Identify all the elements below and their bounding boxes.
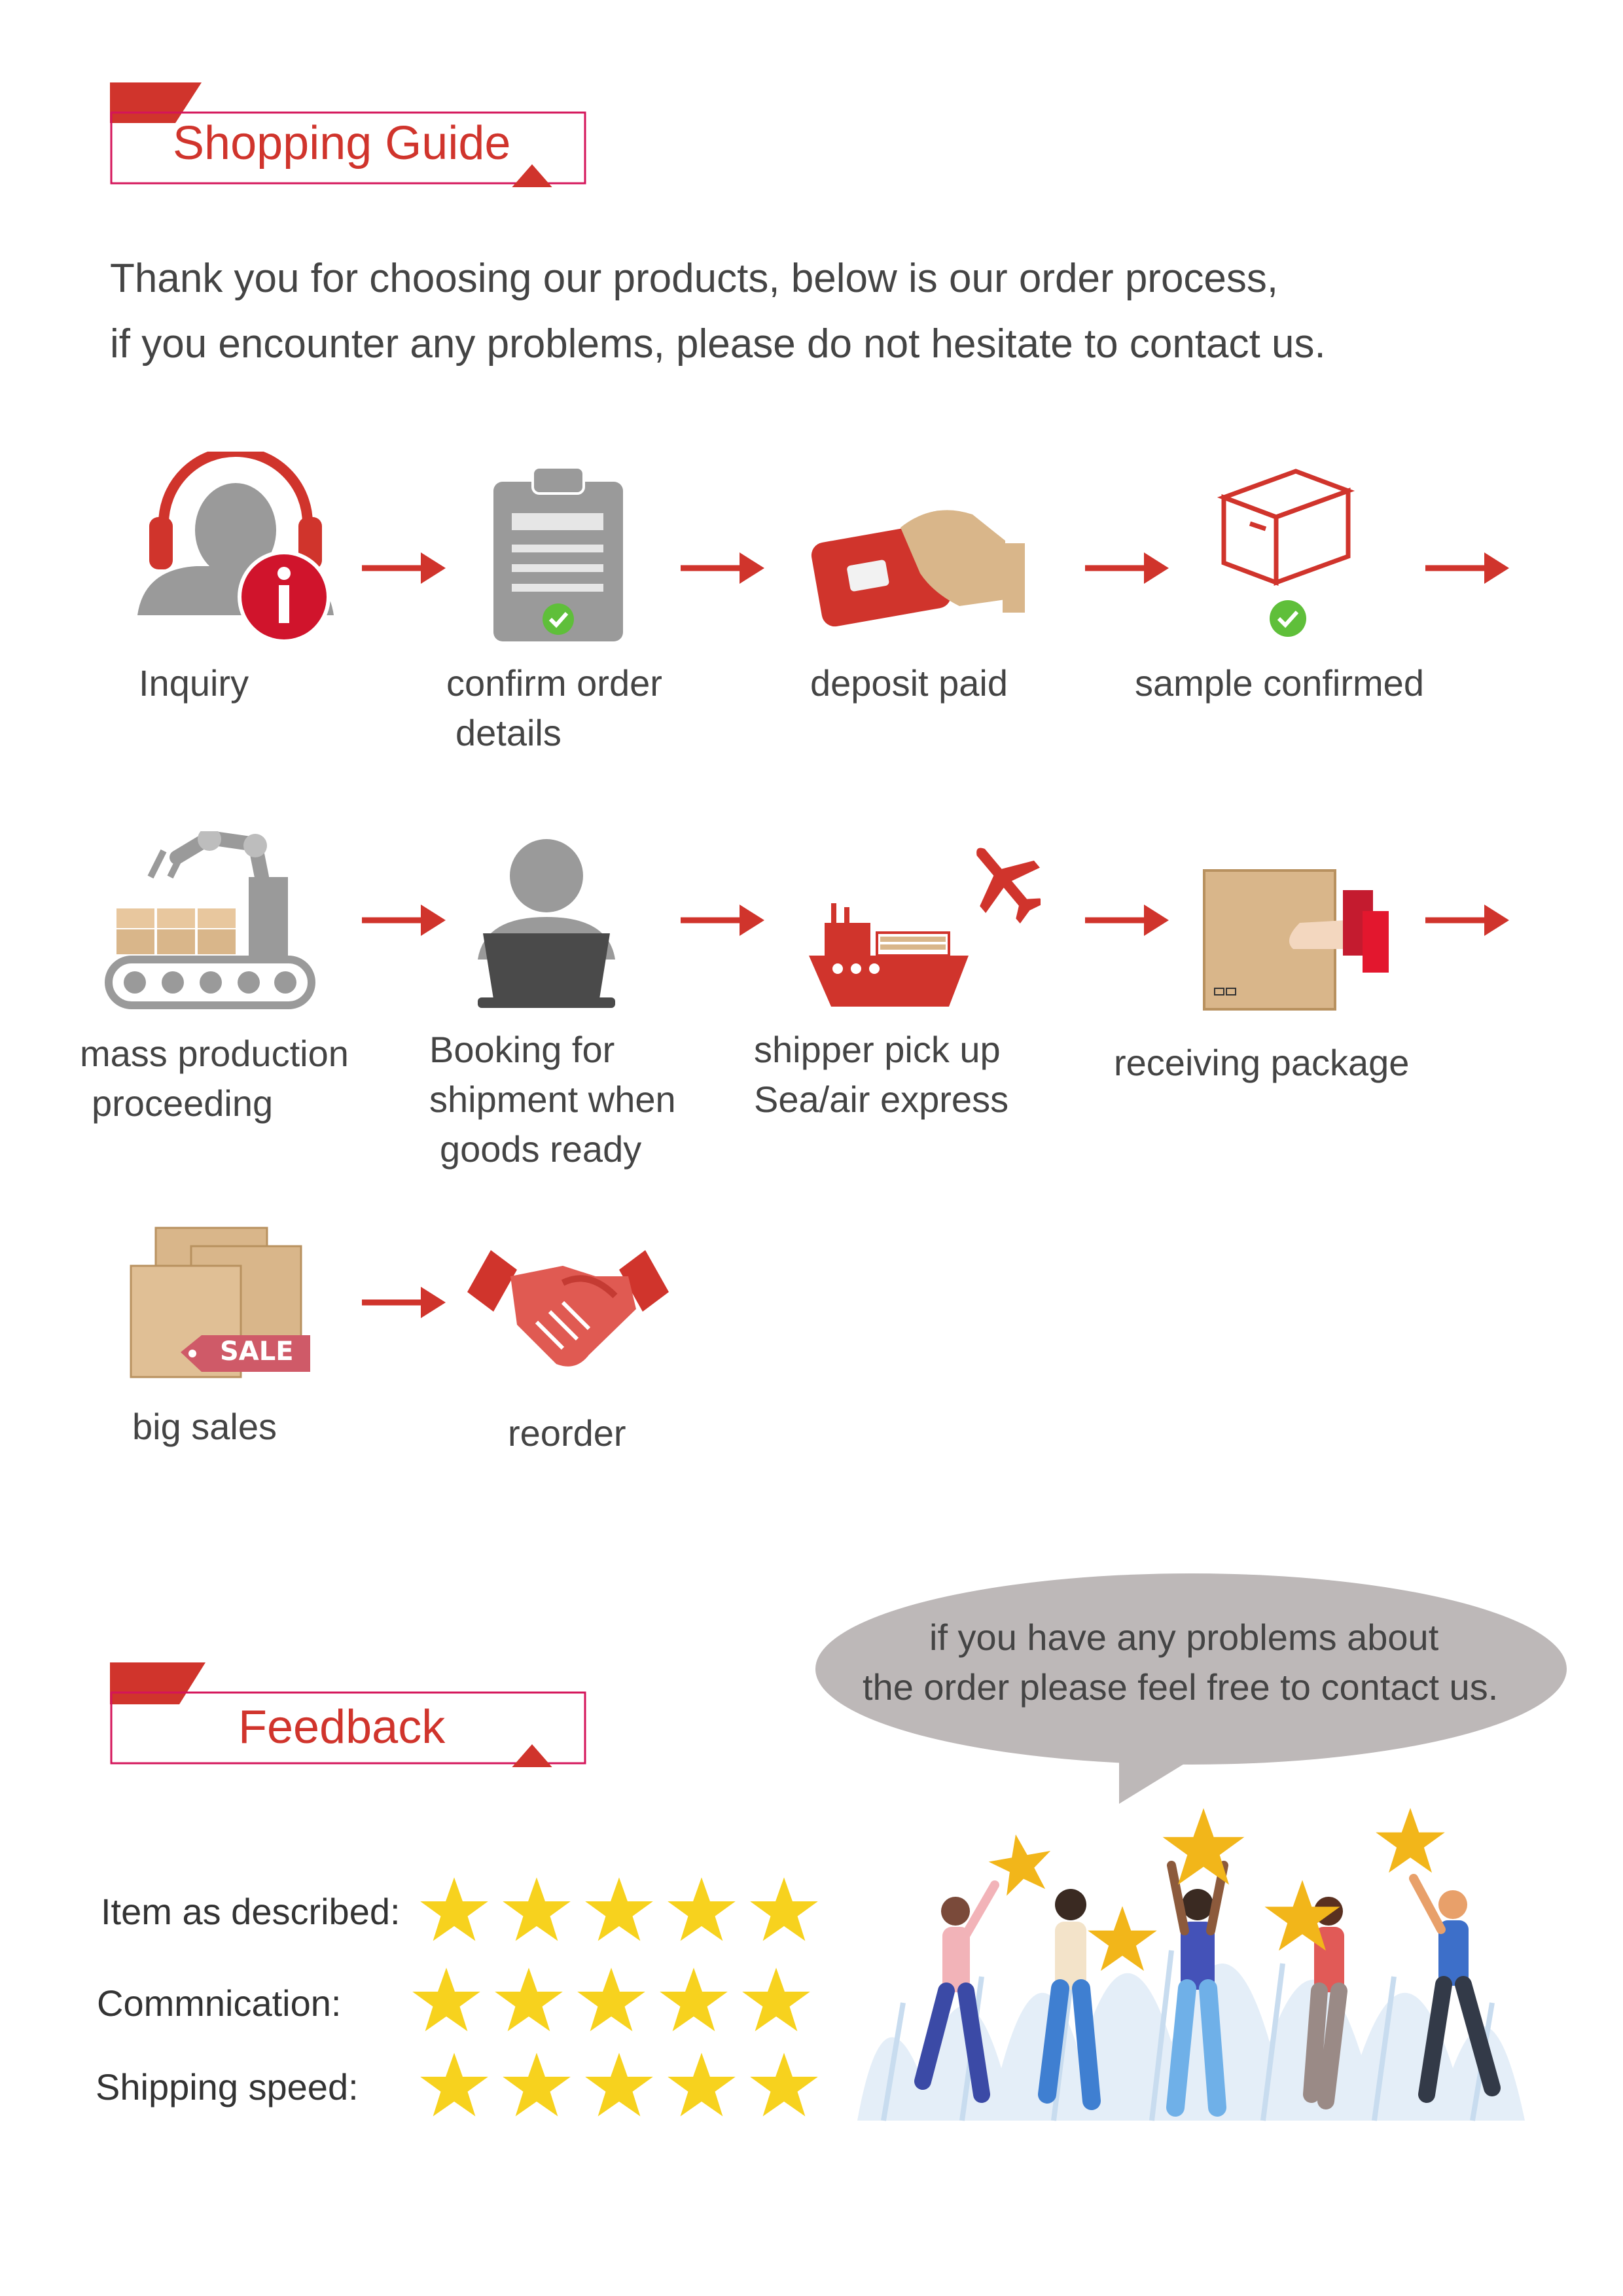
boxes-sale-icon: SALE <box>128 1224 313 1381</box>
step-mass-label-2: proceeding <box>92 1083 274 1124</box>
arrow-right-icon <box>1085 552 1169 584</box>
info-icon <box>238 550 330 643</box>
rating-stars-shipping-speed <box>419 2051 819 2119</box>
arrow-right-icon <box>362 552 446 584</box>
laptop-user-icon <box>478 839 615 1008</box>
star-icon <box>585 2053 653 2117</box>
check-icon <box>543 603 574 635</box>
step-booking-label-3: goods ready <box>440 1128 642 1170</box>
step-confirm-label-2: details <box>455 712 562 753</box>
receive-package-icon <box>1203 869 1389 1011</box>
star-icon <box>750 1877 818 1941</box>
package-box-icon <box>1217 469 1355 637</box>
star-icon <box>412 1967 480 2032</box>
speech-bubble <box>815 1573 1567 1804</box>
step-deposit-label: deposit paid <box>810 662 1008 704</box>
arrow-right-icon <box>681 905 764 936</box>
star-icon <box>585 1877 653 1941</box>
star-icon <box>420 1877 488 1941</box>
step-sample-label: sample confirmed <box>1135 662 1424 704</box>
step-inquiry-label: Inquiry <box>139 662 249 704</box>
step-big-sales-label: big sales <box>132 1406 277 1447</box>
star-icon <box>420 2053 488 2117</box>
star-icon <box>503 1877 571 1941</box>
step-booking-label-2: shipment when <box>429 1079 676 1120</box>
intro-line-1: Thank you for choosing our products, bel… <box>110 256 1279 301</box>
arrow-right-icon <box>681 552 764 584</box>
star-icon <box>503 2053 571 2117</box>
star-icon <box>660 1967 728 2032</box>
step-reorder-label: reorder <box>508 1412 626 1454</box>
header-frame-decoration <box>110 1662 586 1767</box>
bubble-text-line-2: the order please feel free to contact us… <box>863 1666 1499 1708</box>
shopping-guide-header: Shopping Guide <box>110 82 588 187</box>
bubble-text-line-1: if you have any problems about <box>929 1617 1439 1658</box>
feedback-header: Feedback <box>110 1662 588 1767</box>
arrow-right-icon <box>1425 905 1509 936</box>
star-icon <box>668 1877 736 1941</box>
card-payment-icon <box>811 510 1025 627</box>
rating-label-shipping-speed: Shipping speed: <box>96 2066 359 2108</box>
rating-label-communication: Commnication: <box>97 1982 342 2024</box>
robot-arm-conveyor-icon <box>105 831 315 1009</box>
step-receiving-label: receiving package <box>1114 1042 1410 1083</box>
arrow-right-icon <box>362 905 446 936</box>
sale-tag-text: SALE <box>220 1336 294 1367</box>
arrow-right-icon <box>1085 905 1169 936</box>
shopping-guide-title: Shopping Guide <box>173 117 511 170</box>
star-icon <box>750 2053 818 2117</box>
star-icon <box>577 1967 645 2032</box>
step-shipper-label-1: shipper pick up <box>754 1029 1001 1070</box>
people-with-stars-illustration <box>857 1808 1525 2121</box>
headset-person-icon <box>137 452 334 643</box>
airplane-icon <box>976 848 1041 924</box>
step-shipper-label-2: Sea/air express <box>754 1079 1009 1120</box>
star-icon <box>495 1967 563 2032</box>
step-mass-label-1: mass production <box>80 1033 349 1074</box>
rating-stars-communication <box>411 1966 812 2034</box>
feedback-title: Feedback <box>238 1701 446 1753</box>
intro-line-2: if you encounter any problems, please do… <box>110 321 1326 367</box>
arrow-right-icon <box>362 1287 446 1318</box>
step-booking-label-1: Booking for <box>429 1029 615 1070</box>
star-icon <box>668 2053 736 2117</box>
rating-stars-item-as-described <box>419 1876 819 1944</box>
rating-label-item-as-described: Item as described: <box>101 1891 401 1932</box>
header-frame-decoration <box>110 82 586 187</box>
ship-icon <box>809 848 1041 1007</box>
handshake-icon <box>467 1250 669 1367</box>
star-icon <box>742 1967 810 2032</box>
clipboard-icon <box>493 466 623 641</box>
check-icon <box>1270 600 1306 637</box>
arrow-right-icon <box>1425 552 1509 584</box>
step-confirm-label-1: confirm order <box>446 662 662 704</box>
